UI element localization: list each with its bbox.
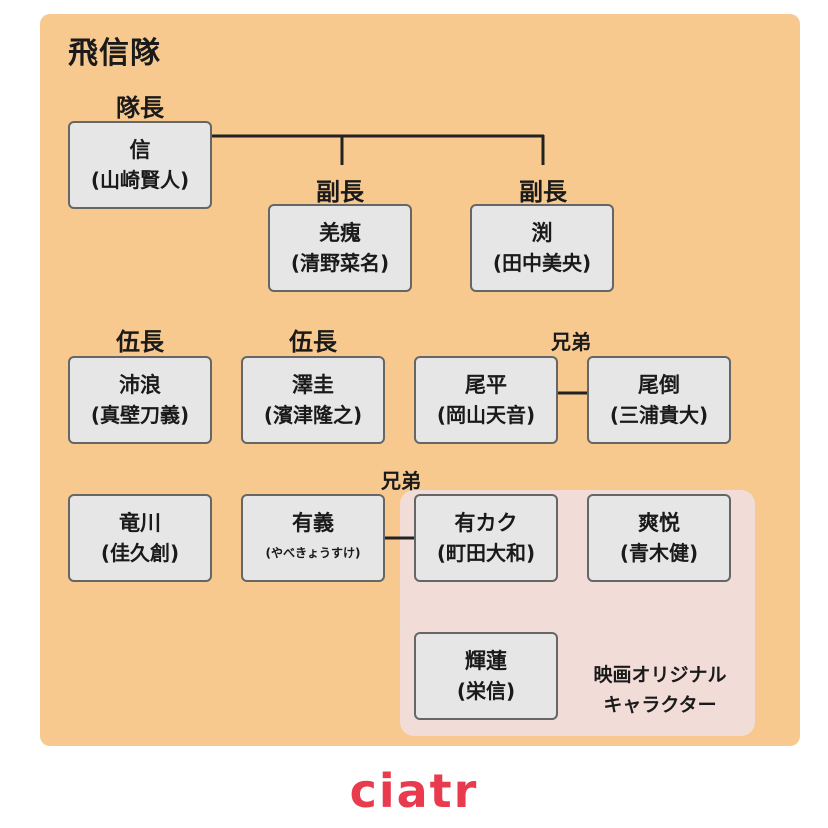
character-name: 尾倒 — [638, 373, 680, 397]
ciatr-logo: ciatr — [349, 764, 479, 818]
member-card-yuukaku: 有カク (町田大和) — [414, 494, 558, 582]
actor-name: (青木健) — [619, 541, 699, 565]
actor-name: (山崎賢人) — [90, 168, 190, 192]
member-card-bitou: 尾倒 (三浦貴大) — [587, 356, 731, 444]
note-line-2: キャラクター — [603, 694, 717, 716]
member-card-hairou: 沛浪 (真壁刀義) — [68, 356, 212, 444]
member-card-bihei: 尾平 (岡山天音) — [414, 356, 558, 444]
character-name: 澤圭 — [292, 373, 334, 397]
actor-name: (田中美央) — [492, 251, 592, 275]
member-card-takukei: 澤圭 (濱津隆之) — [241, 356, 385, 444]
actor-name: (清野菜名) — [290, 251, 390, 275]
character-name: 渕 — [531, 221, 553, 245]
movie-original-note: 映画オリジナル キャラクター — [570, 660, 750, 720]
actor-name: (濱津隆之) — [263, 403, 363, 427]
note-line-1: 映画オリジナル — [593, 664, 727, 686]
character-name: 爽悦 — [638, 511, 680, 535]
actor-name: (岡山天音) — [436, 403, 536, 427]
actor-name: (三浦貴大) — [609, 403, 709, 427]
role-label-vice-captain: 副長 — [316, 178, 364, 206]
member-card-kyokai: 羌瘣 (清野菜名) — [268, 204, 412, 292]
character-name: 有カク — [454, 511, 518, 535]
member-card-en: 渕 (田中美央) — [470, 204, 614, 292]
character-name: 羌瘣 — [319, 221, 361, 245]
actor-name: (町田大和) — [436, 541, 536, 565]
character-name: 信 — [129, 138, 151, 162]
actor-name: (栄信) — [456, 679, 516, 703]
actor-name: (やべきょうすけ) — [265, 546, 361, 560]
actor-name: (真壁刀義) — [90, 403, 190, 427]
role-label-vice-captain: 副長 — [519, 178, 567, 206]
member-card-shin: 信 (山崎賢人) — [68, 121, 212, 209]
character-name: 有義 — [292, 511, 334, 535]
member-card-ryuusen: 竜川 (佳久創) — [68, 494, 212, 582]
member-card-yuugi: 有義 (やべきょうすけ) — [241, 494, 385, 582]
squad-title: 飛信隊 — [68, 36, 161, 71]
sibling-label: 兄弟 — [381, 469, 421, 493]
sibling-label: 兄弟 — [551, 330, 591, 354]
actor-name: (佳久創) — [100, 541, 180, 565]
character-name: 尾平 — [465, 373, 507, 397]
member-card-souetsu: 爽悦 (青木健) — [587, 494, 731, 582]
role-label-squad-leader: 伍長 — [116, 328, 164, 356]
role-label-squad-leader: 伍長 — [289, 328, 337, 356]
member-card-kiren: 輝蓮 (栄信) — [414, 632, 558, 720]
character-name: 輝蓮 — [465, 649, 507, 673]
role-label-captain: 隊長 — [116, 94, 164, 122]
character-name: 沛浪 — [119, 373, 161, 397]
character-name: 竜川 — [119, 511, 161, 535]
